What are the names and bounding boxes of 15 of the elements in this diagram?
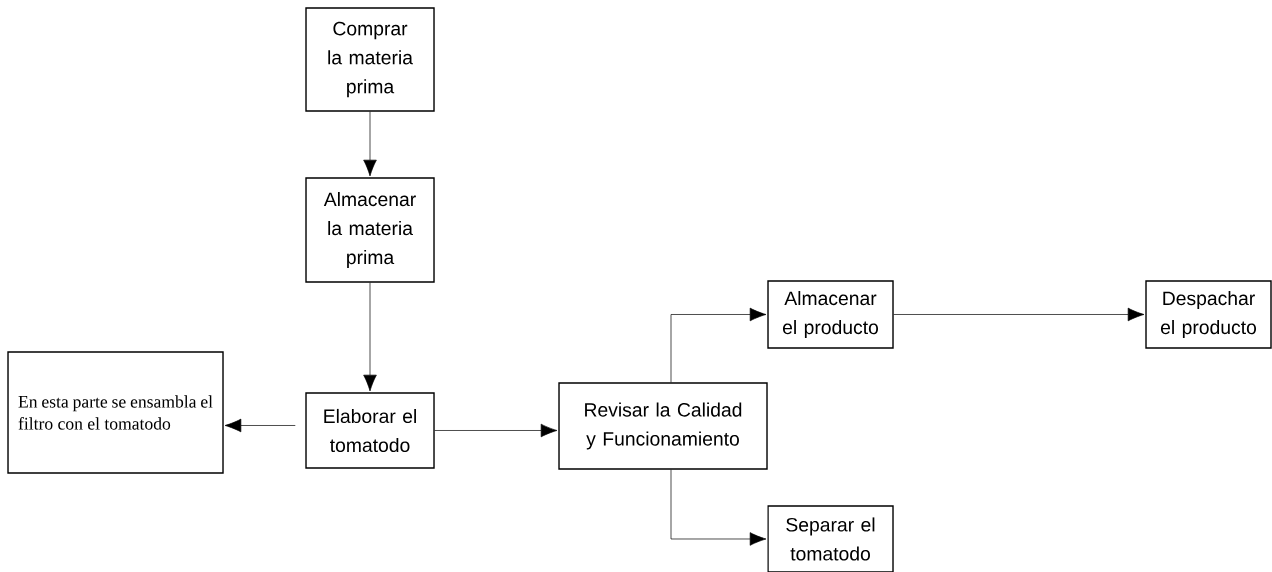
process-box: Comprar la materia prima (305, 7, 435, 112)
note-box: En esta parte se ensambla el filtro con el tomatodo (7, 351, 224, 474)
process-box: Despachar el producto (1145, 280, 1272, 349)
process-box: Almacenar el producto (767, 280, 894, 349)
arrow (363, 282, 377, 392)
arrow (670, 469, 767, 546)
process-box: Elaborar el tomatodo (305, 392, 435, 469)
process-box: Separar el tomatodo (767, 505, 894, 572)
arrow (363, 111, 377, 177)
arrow (434, 423, 558, 438)
arrow (670, 307, 767, 383)
arrow (893, 307, 1145, 322)
arrow (224, 418, 296, 433)
process-box: Almacenar la materia prima (305, 177, 435, 283)
process-box: Revisar la Calidad y Funcionamiento (558, 382, 768, 470)
